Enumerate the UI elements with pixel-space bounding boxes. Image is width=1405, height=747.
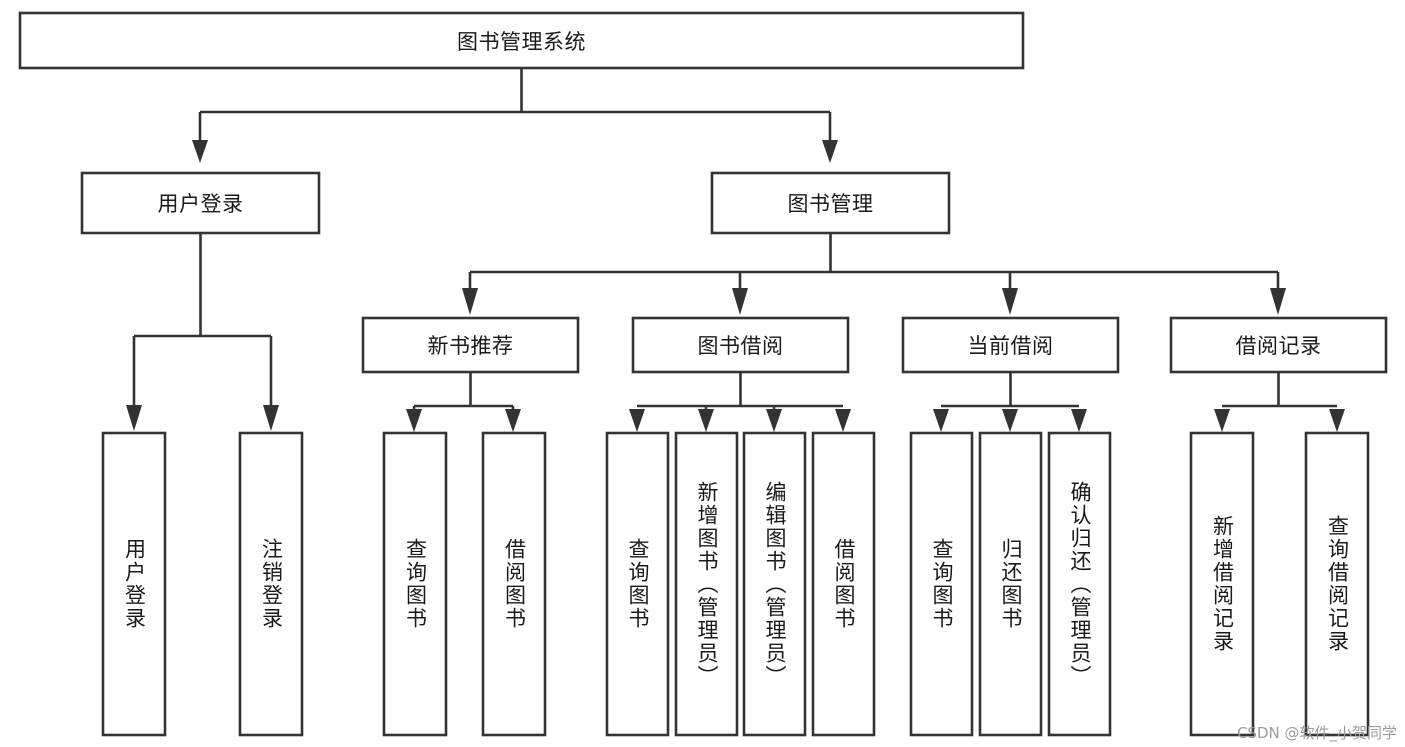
arrow-head-book-borrow [732,288,748,315]
arrow-head-leaf-query-book-2 [629,409,645,432]
node-box-borrow-record[interactable] [1169,316,1388,374]
arrow-head-new-book-recommend [462,288,478,315]
arrow-head-leaf-query-book-1 [406,409,422,432]
node-box-leaf-query-book-3[interactable] [909,431,974,737]
arrow-head-leaf-logout-login [263,405,279,431]
arrow-head-leaf-return-book [1002,409,1018,432]
arrow-head-leaf-query-record [1329,409,1345,432]
arrow-head-leaf-borrow-book-1 [505,409,521,432]
node-box-user-login[interactable] [80,171,321,235]
arrow-head-leaf-query-book-3 [933,409,949,432]
node-box-leaf-query-record[interactable] [1304,431,1370,737]
arrow-head-leaf-user-login [126,405,142,431]
node-box-leaf-return-book[interactable] [978,431,1043,737]
arrow-head-user-login [192,140,208,163]
node-box-book-borrow[interactable] [631,316,850,374]
arrow-head-current-borrow [1002,288,1018,315]
node-box-leaf-query-book-1[interactable] [382,431,448,737]
arrow-head-leaf-edit-book [766,409,782,432]
watermark-text: CSDN @软件_小贺同学 [1236,724,1397,742]
node-box-leaf-logout-login[interactable] [238,431,304,737]
arrow-head-leaf-add-record [1214,409,1230,432]
node-box-book-management[interactable] [710,171,951,235]
node-box-current-borrow[interactable] [901,316,1120,374]
node-box-leaf-borrow-book-2[interactable] [811,431,876,737]
node-box-leaf-user-login[interactable] [101,431,167,737]
arrow-head-leaf-confirm-return [1071,409,1087,432]
node-box-leaf-add-record[interactable] [1189,431,1255,737]
node-box-leaf-add-book[interactable] [674,431,739,737]
node-box-leaf-borrow-book-1[interactable] [481,431,547,737]
arrow-head-leaf-add-book [698,409,714,432]
arrow-head-book-management [822,140,838,163]
node-box-leaf-confirm-return[interactable] [1047,431,1112,737]
node-box-root[interactable] [18,11,1025,70]
node-box-new-book-recommend[interactable] [361,316,580,374]
arrow-head-borrow-record [1270,288,1286,315]
node-box-leaf-edit-book[interactable] [742,431,807,737]
arrow-head-leaf-borrow-book-2 [835,409,851,432]
node-box-leaf-query-book-2[interactable] [605,431,670,737]
